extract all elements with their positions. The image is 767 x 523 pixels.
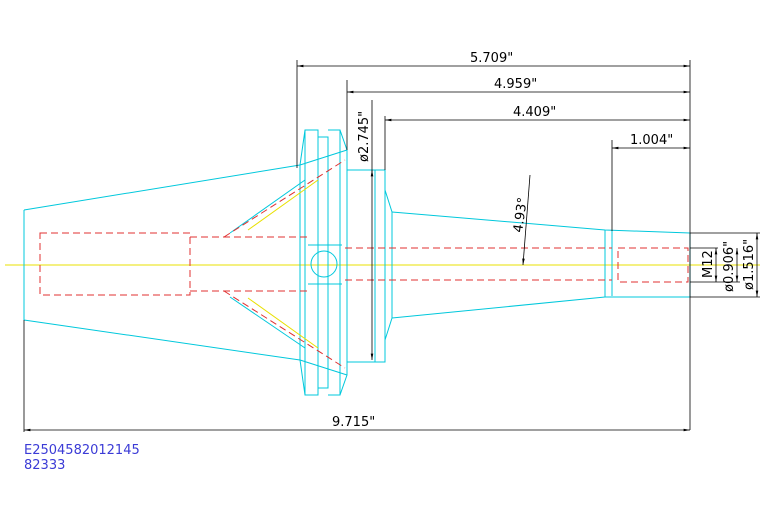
dim-flange-diameter: ø2.745" — [357, 111, 372, 162]
dim-taper-angle: 4.93° — [511, 196, 531, 233]
dim-flange-to-tip: 4.959" — [494, 77, 537, 92]
dim-inner-diameter: ø0.906" — [722, 241, 737, 292]
dim-shank-to-tip: 4.409" — [513, 105, 556, 120]
dim-thread: M12 — [701, 250, 716, 278]
dim-bore-depth: 1.004" — [630, 133, 673, 148]
part-code: E2504582012145 — [24, 443, 140, 458]
flange-ribs — [229, 149, 348, 376]
hidden-lines — [39, 159, 689, 369]
body-outline — [23, 129, 691, 396]
dim-overall-length: 9.715" — [332, 415, 375, 430]
part-number: 82333 — [24, 458, 66, 473]
dim-overall-gauge: 5.709" — [470, 51, 513, 66]
dim-nose-diameter: ø1.516" — [742, 239, 757, 290]
dimension-lines — [23, 60, 760, 432]
